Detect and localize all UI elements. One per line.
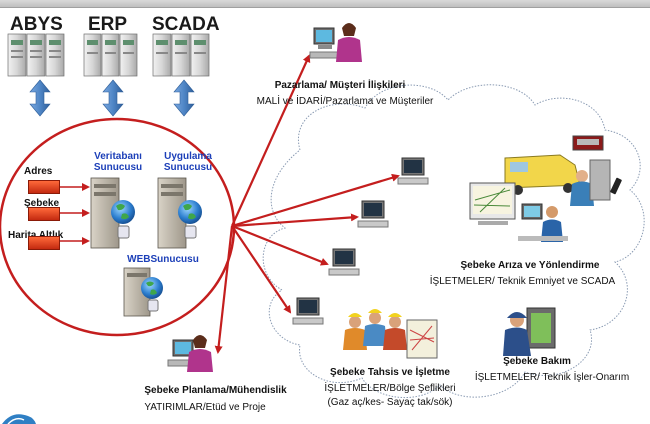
operator-icon-marketing — [309, 23, 362, 62]
marketing-subtitle: MALİ ve İDARİ/Pazarlama ve Müşteriler — [256, 96, 434, 107]
rack-icon-abys — [7, 33, 65, 77]
input-label-network: Şebeke — [24, 198, 60, 209]
double-arrow-icon-erp — [102, 79, 124, 117]
field-team-icon — [343, 309, 407, 350]
mobile-phone-icon — [610, 177, 622, 195]
web-server-label: WEBSunucusu — [127, 254, 199, 265]
computer-icon-2 — [357, 200, 389, 228]
planning-title: Şebeke Planlama/Mühendislik — [144, 385, 287, 396]
service-van-icon — [504, 154, 581, 195]
allocation-title: Şebeke Tahsis ve İşletme — [330, 367, 450, 378]
maintenance-worker-icon — [503, 307, 556, 356]
rack-icon-scada — [152, 33, 210, 77]
system-label-scada: SCADA — [152, 14, 220, 35]
connection-arrows — [214, 54, 400, 354]
system-label-erp: ERP — [88, 14, 128, 35]
input-arrows — [60, 183, 90, 245]
network-map-icon — [406, 319, 438, 359]
operator-icon-fault — [518, 203, 568, 242]
planning-subtitle: YATIRIMLAR/Etüd ve Proje — [144, 402, 266, 413]
database-server-icon — [90, 177, 135, 249]
maintenance-title: Şebeke Bakım — [503, 356, 571, 367]
input-block-base-map — [28, 236, 60, 250]
double-arrow-icon-abys — [29, 79, 51, 117]
operator-icon-planning — [167, 335, 213, 372]
radio-device-icon — [572, 135, 604, 151]
maintenance-subtitle: İŞLETMELER/ Teknik İşler-Onarım — [474, 372, 630, 383]
input-block-address — [28, 180, 60, 194]
allocation-subtitle-1: İŞLETMELER/Bölge Şeflikleri — [324, 383, 456, 394]
input-label-base-map: Harita Altlık — [8, 230, 63, 241]
computer-icon-3 — [328, 248, 360, 276]
cloud-shape — [262, 84, 645, 399]
application-server-label: Uygulama Sunucusu — [163, 151, 213, 173]
system-label-abys: ABYS — [10, 14, 63, 35]
database-server-label: Veritabanı Sunucusu — [93, 151, 143, 173]
input-block-network — [28, 207, 60, 221]
computer-icon-4 — [292, 297, 324, 325]
fault-title: Şebeke Arıza ve Yönlendirme — [460, 260, 600, 271]
input-label-address: Adres — [24, 166, 53, 177]
map-display-icon — [469, 182, 516, 225]
double-arrow-icon-scada — [173, 79, 195, 117]
field-technician-icon — [570, 159, 611, 206]
allocation-subtitle-2: (Gaz aç/kes- Sayaç tak/sök) — [327, 397, 453, 408]
application-server-icon — [157, 177, 202, 249]
top-toolbar-strip — [0, 0, 650, 8]
logo-icon — [2, 414, 36, 424]
rack-icon-erp — [83, 33, 138, 77]
computer-icon-1 — [397, 157, 429, 185]
web-server-icon — [123, 267, 163, 317]
fault-subtitle: İŞLETMELER/ Teknik Emniyet ve SCADA — [429, 276, 616, 287]
marketing-title: Pazarlama/ Müşteri İlişkileri — [274, 80, 406, 91]
